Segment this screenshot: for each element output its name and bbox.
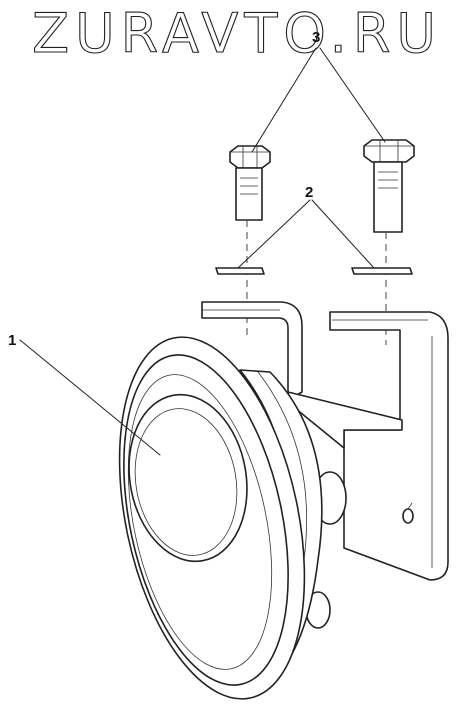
bolt-left [229,145,271,221]
leader-1 [19,339,161,456]
horn-body [118,336,347,700]
leader-3-right [319,47,386,143]
washer-right [351,267,413,275]
callout-2: 2 [305,184,313,201]
leader-2-left [237,199,311,269]
bolt-right [363,139,415,233]
watermark-text: ZURAVTO.RU [32,2,442,65]
callout-1: 1 [8,332,16,349]
mounting-bracket [201,301,449,581]
leader-3-left [251,47,317,153]
leader-2-right [311,199,375,269]
callout-3: 3 [312,29,320,46]
washer-left [215,267,265,275]
